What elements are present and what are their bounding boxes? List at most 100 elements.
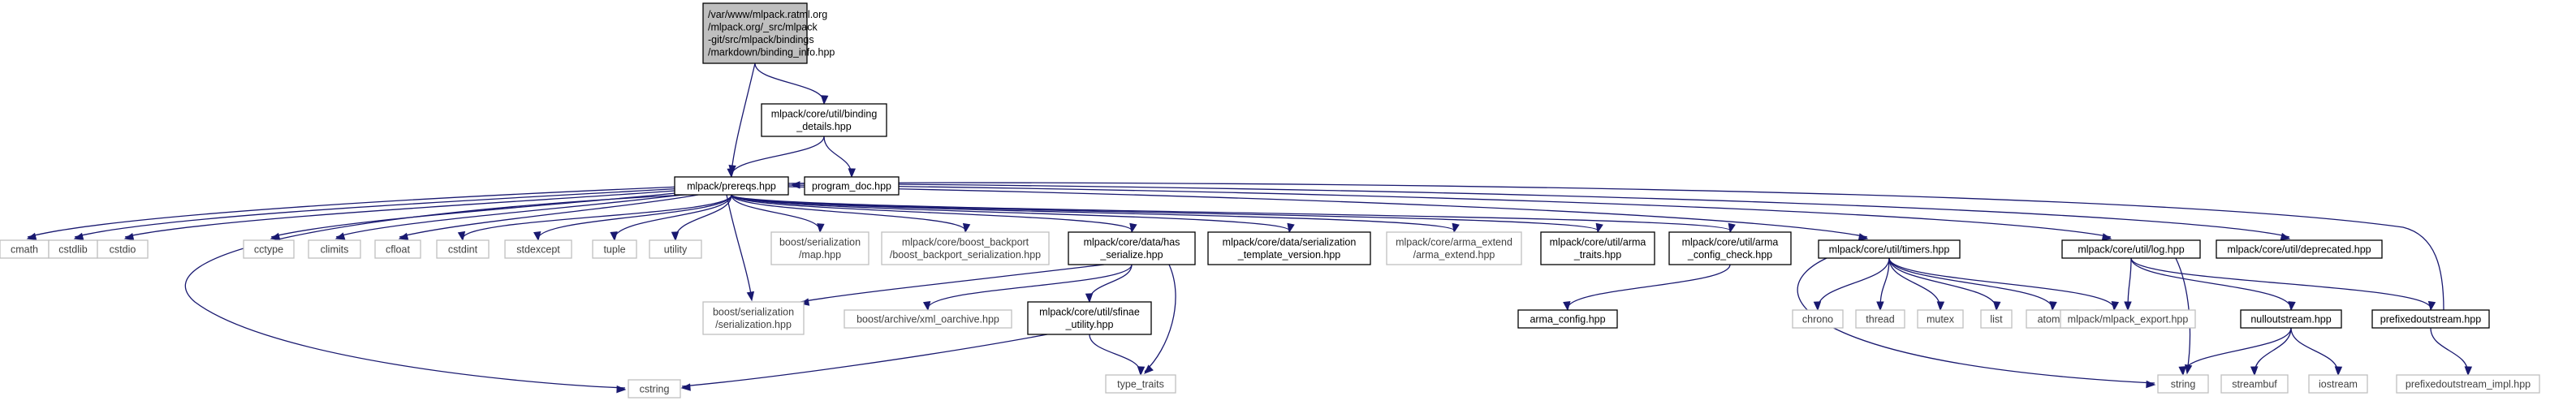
arrowhead-timers-to-string bbox=[2146, 380, 2156, 389]
node-label-timers: mlpack/core/util/timers.hpp bbox=[1829, 243, 1950, 255]
edge-prereqs-to-tuple bbox=[614, 194, 732, 239]
arrowhead-prereqs-to-cstdlib bbox=[73, 232, 84, 240]
edge-prefixedoutstream-to-prefixedoutstream_impl bbox=[2430, 327, 2469, 374]
node-stdexcept: stdexcept bbox=[504, 239, 572, 259]
node-label-sfinae: _utility.hpp bbox=[1065, 319, 1114, 330]
arrowhead-arma_config_check-to-arma_config bbox=[1563, 301, 1571, 312]
node-log[interactable]: mlpack/core/util/log.hpp bbox=[2061, 239, 2201, 259]
arrowhead-sfinae-to-type_traits bbox=[1137, 366, 1146, 377]
node-label-boost_backport: /boost_backport_serialization.hpp bbox=[890, 249, 1041, 261]
arrowhead-prereqs-to-ser_template bbox=[1287, 222, 1295, 234]
edge-prereqs-to-stdexcept bbox=[537, 194, 732, 239]
edge-timers-to-map bbox=[1888, 257, 2115, 309]
node-root[interactable]: /var/www/mlpack.ratml.org/mlpack.org/_sr… bbox=[702, 2, 835, 64]
node-arma_config[interactable]: arma_config.hpp bbox=[1517, 309, 1618, 329]
node-label-boost_serialization: /serialization.hpp bbox=[715, 319, 792, 330]
edge-prereqs-to-arma_extend bbox=[731, 194, 1455, 231]
edge-prereqs-to-has_serialize bbox=[731, 194, 1133, 231]
node-label-has_serialize: mlpack/core/data/has bbox=[1084, 237, 1180, 248]
node-label-mlpack_export: mlpack/mlpack_export.hpp bbox=[2068, 313, 2189, 325]
arrowhead-has_serialize-to-xml_oarchive bbox=[922, 300, 931, 312]
node-arma_traits[interactable]: mlpack/core/util/arma_traits.hpp bbox=[1540, 231, 1655, 265]
node-prefixedoutstream_impl: prefixedoutstream_impl.hpp bbox=[2396, 374, 2540, 394]
node-cstdio: cstdio bbox=[97, 239, 149, 259]
node-box-list bbox=[1980, 309, 2013, 329]
arrowhead-has_serialize-to-sfinae bbox=[1085, 293, 1094, 304]
node-label-mutex: mutex bbox=[1927, 313, 1955, 325]
edge-arma_config_check-to-arma_config bbox=[1567, 264, 1731, 309]
node-label-streambuf: streambuf bbox=[2232, 378, 2277, 390]
arrowhead-prereqs-to-boost_serialization bbox=[746, 291, 755, 302]
node-box-nulloutstream bbox=[2240, 309, 2342, 329]
node-tuple: tuple bbox=[592, 239, 637, 259]
node-deprecated[interactable]: mlpack/core/util/deprecated.hpp bbox=[2216, 239, 2383, 259]
node-sfinae[interactable]: mlpack/core/util/sfinae_utility.hpp bbox=[1027, 301, 1152, 335]
edge-has_serialize-to-type_traits bbox=[1144, 264, 1176, 373]
node-label-tuple: tuple bbox=[603, 243, 625, 255]
node-timers[interactable]: mlpack/core/util/timers.hpp bbox=[1818, 239, 1961, 259]
arrowhead-nulloutstream-to-iostream bbox=[2334, 366, 2343, 377]
node-prereqs[interactable]: mlpack/prereqs.hpp bbox=[674, 176, 789, 196]
node-label-prefixedoutstream: prefixedoutstream.hpp bbox=[2380, 313, 2481, 325]
edges-layer bbox=[26, 62, 2473, 394]
edge-prereqs-to-log bbox=[787, 184, 2112, 238]
node-label-binding_details: mlpack/core/util/binding bbox=[771, 109, 878, 120]
node-box-timers bbox=[1818, 239, 1961, 259]
arrowhead-nulloutstream-to-string bbox=[2178, 366, 2186, 377]
arrowhead-log-to-nulloutstream bbox=[2288, 301, 2296, 312]
node-label-arma_config_check: mlpack/core/util/arma bbox=[1682, 237, 1779, 248]
node-cstdlib: cstdlib bbox=[48, 239, 98, 259]
node-label-root: /markdown/binding_info.hpp bbox=[708, 47, 835, 58]
node-label-boost_serialization: boost/serialization bbox=[713, 307, 794, 318]
node-label-cmath: cmath bbox=[11, 243, 38, 255]
node-box-root bbox=[702, 2, 808, 64]
node-label-nulloutstream: nulloutstream.hpp bbox=[2250, 313, 2331, 325]
arrowhead-timers-to-list bbox=[1993, 301, 2001, 312]
node-box-type_traits bbox=[1105, 374, 1176, 394]
node-label-deprecated: mlpack/core/util/deprecated.hpp bbox=[2227, 243, 2371, 255]
node-boost_backport: mlpack/core/boost_backport/boost_backpor… bbox=[881, 231, 1050, 265]
node-label-ser_template: _template_version.hpp bbox=[1237, 249, 1341, 261]
node-label-list: list bbox=[1990, 313, 2003, 325]
edge-timers-to-thread bbox=[1879, 257, 1890, 309]
node-label-root: -git/src/mlpack/bindings bbox=[708, 34, 814, 45]
node-box-stdexcept bbox=[504, 239, 572, 259]
arrowhead-prereqs-to-log bbox=[2101, 233, 2112, 241]
node-box-mutex bbox=[1917, 309, 1964, 329]
arrowhead-prereqs-to-boost_map bbox=[817, 223, 825, 234]
node-has_serialize[interactable]: mlpack/core/data/has_serialize.hpp bbox=[1068, 231, 1196, 265]
arrowhead-has_serialize-to-type_traits bbox=[1144, 364, 1154, 374]
node-box-prefixedoutstream bbox=[2371, 309, 2490, 329]
arrowhead-timers-to-chrono bbox=[1813, 301, 1822, 312]
edge-nulloutstream-to-streambuf bbox=[2254, 327, 2292, 374]
edge-prefixedoutstream-to-prereqs bbox=[791, 182, 2444, 311]
node-label-arma_extend: mlpack/core/arma_extend bbox=[1396, 237, 1512, 248]
node-box-streambuf bbox=[2220, 374, 2289, 394]
node-chrono: chrono bbox=[1792, 309, 1844, 329]
node-program_doc[interactable]: program_doc.hpp bbox=[804, 176, 900, 196]
node-prefixedoutstream[interactable]: prefixedoutstream.hpp bbox=[2371, 309, 2490, 329]
node-binding_details[interactable]: mlpack/core/util/binding_details.hpp bbox=[761, 103, 887, 137]
node-label-ser_template: mlpack/core/data/serialization bbox=[1223, 237, 1357, 248]
node-label-xml_oarchive: boost/archive/xml_oarchive.hpp bbox=[857, 313, 999, 325]
node-cstring: cstring bbox=[628, 379, 681, 399]
node-label-arma_config: arma_config.hpp bbox=[1530, 313, 1605, 325]
node-cstdint: cstdint bbox=[436, 239, 490, 259]
node-box-iostream bbox=[2308, 374, 2368, 394]
node-label-root: /mlpack.org/_src/mlpack bbox=[708, 22, 818, 33]
node-label-sfinae: mlpack/core/util/sfinae bbox=[1039, 307, 1140, 318]
edge-timers-to-list bbox=[1888, 257, 1997, 309]
edge-prereqs-to-cstdint bbox=[462, 194, 732, 239]
node-nulloutstream[interactable]: nulloutstream.hpp bbox=[2240, 309, 2342, 329]
arrowhead-prereqs-to-timers bbox=[1858, 233, 1869, 241]
arrowhead-timers-to-atomic bbox=[2049, 301, 2057, 312]
node-climits: climits bbox=[308, 239, 361, 259]
arrowhead-prereqs-to-climits bbox=[334, 232, 346, 240]
edge-prereqs-to-cstdlib bbox=[74, 187, 684, 238]
node-streambuf: streambuf bbox=[2220, 374, 2289, 394]
node-label-root: /var/www/mlpack.ratml.org bbox=[708, 9, 827, 20]
node-arma_config_check[interactable]: mlpack/core/util/arma_config_check.hpp bbox=[1668, 231, 1792, 265]
node-label-cstring: cstring bbox=[640, 383, 670, 394]
node-ser_template[interactable]: mlpack/core/data/serialization_template_… bbox=[1207, 231, 1371, 265]
node-label-log: mlpack/core/util/log.hpp bbox=[2078, 243, 2184, 255]
